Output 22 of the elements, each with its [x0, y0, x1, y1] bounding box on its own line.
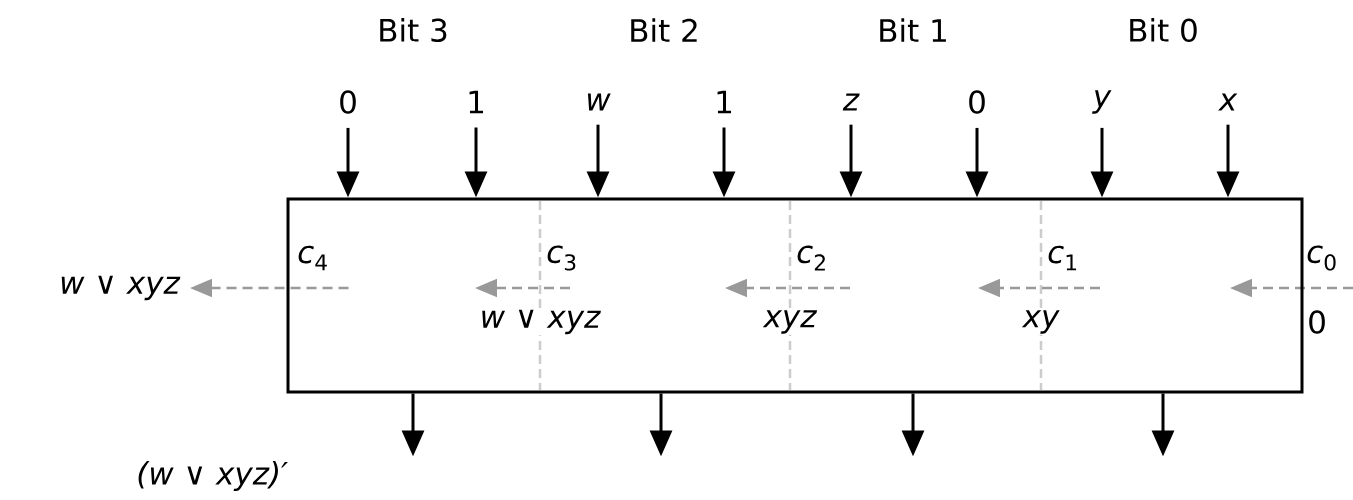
input-label: z	[842, 93, 860, 111]
output-label: (w ∨ xyz)′	[138, 461, 288, 491]
carry-value: xy	[1021, 309, 1061, 335]
bit-label: Bit 2	[631, 18, 697, 42]
input-label: 1	[717, 90, 731, 114]
carry-label: c$_{4}$	[298, 245, 327, 271]
input-label: x	[1218, 93, 1238, 111]
input-label: 0	[969, 90, 985, 114]
carry-label: c$_{3}$	[547, 245, 576, 271]
carry-value: w ∨ xyz	[478, 308, 602, 336]
input-label: 0	[340, 90, 356, 114]
carry-value: xyz	[762, 309, 818, 335]
bit-label: Bit 3	[380, 18, 447, 42]
adder-box	[286, 197, 1304, 394]
bit-label: Bit 0	[1130, 18, 1197, 42]
input-label: w	[587, 93, 611, 111]
input-label: 1	[469, 90, 483, 114]
bit-label: Bit 1	[880, 18, 946, 42]
output-label: w ∨ xyz	[61, 275, 181, 301]
input-label: y	[1092, 90, 1112, 114]
carry-label: c$_{2}$	[797, 245, 825, 271]
carry-label: c$_{1}$	[1048, 245, 1077, 271]
